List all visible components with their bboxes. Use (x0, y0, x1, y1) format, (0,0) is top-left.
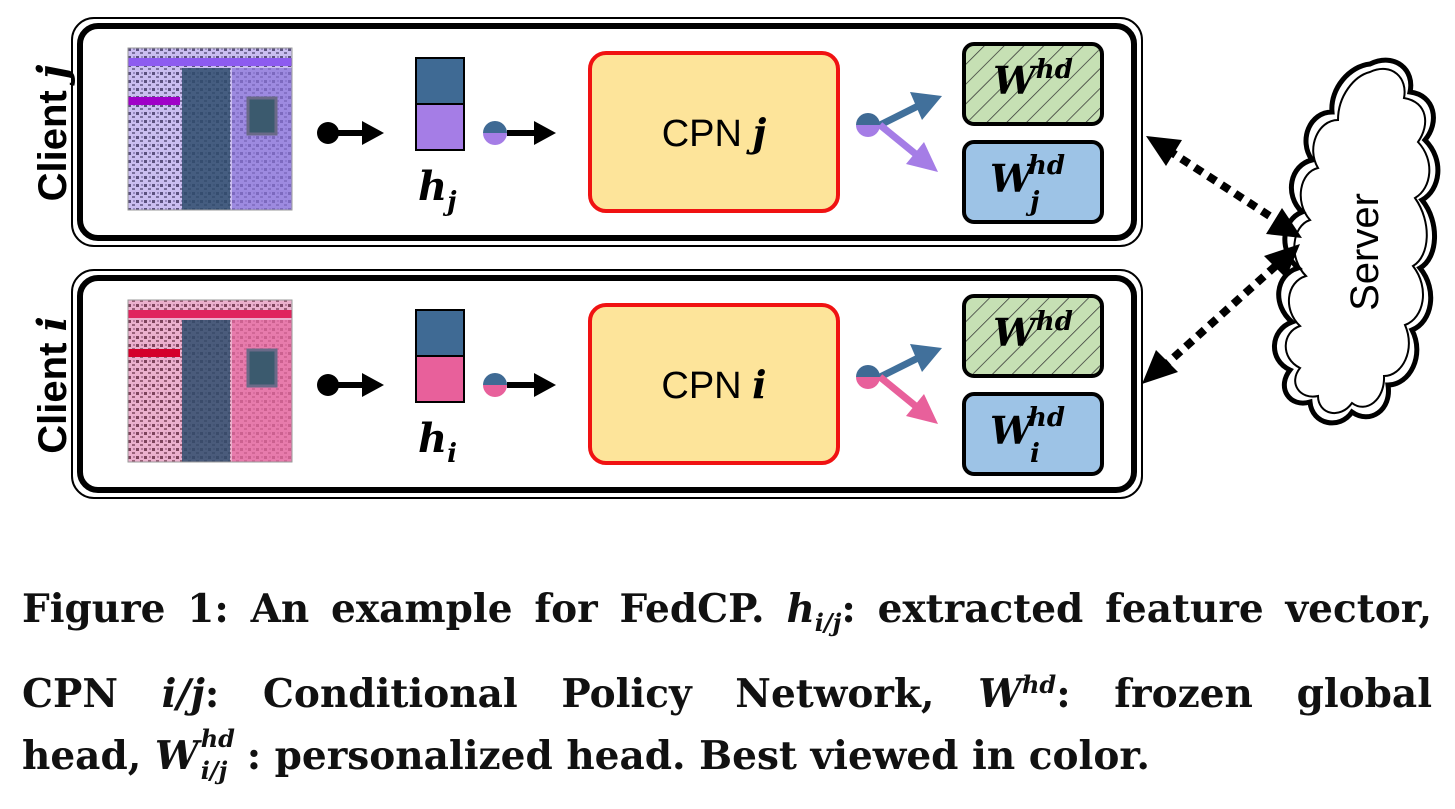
client-i-split-arrow (856, 344, 942, 424)
server-client-j-link (1146, 136, 1302, 238)
fedcp-diagram: Client j hj CP (29, 17, 1441, 499)
feature-label-i: hi (418, 415, 457, 469)
caption-h-var: h (786, 586, 815, 632)
server-client-i-link (1142, 244, 1300, 384)
client-i-image (127, 299, 293, 463)
caption-wp-desc: : personalized head. Best viewed in colo… (246, 732, 1150, 779)
caption-wp-var: W (154, 732, 199, 779)
client-i-arrow-2 (483, 373, 556, 397)
svg-text:W: W (990, 156, 1036, 201)
caption-line-2: CPN i/j: Conditional Policy Network, Whd… (22, 654, 1432, 725)
svg-text:CPN i: CPN i (661, 362, 766, 407)
cpn-i-box: CPN i (588, 303, 840, 465)
client-i-arrow-1 (317, 373, 384, 397)
caption-wp-sub: i/j (200, 755, 228, 785)
cpn-j-box: CPN j (588, 51, 840, 213)
caption-wp-sup: hd (200, 723, 235, 753)
svg-text:Whd: Whd (993, 55, 1073, 103)
caption-intro: An example for FedCP. (250, 586, 765, 632)
personal-head-j: W hd j (962, 140, 1104, 224)
global-head-j: Whd (962, 42, 1104, 126)
caption-head-word: head, (22, 732, 142, 779)
caption-figure-label: Figure 1: (22, 586, 229, 632)
caption-h-sub: i/j (814, 607, 842, 637)
caption-w-sup: hd (1021, 669, 1057, 699)
svg-text:hd: hd (1028, 151, 1065, 181)
client-i-label: Client i (29, 316, 76, 453)
svg-text:Whd: Whd (993, 307, 1073, 355)
caption-cpn-desc: : Conditional Policy Network, (204, 670, 935, 717)
feature-vector-j (415, 57, 465, 151)
caption-w-var: W (978, 670, 1022, 717)
svg-text:hd: hd (1028, 403, 1065, 433)
feature-label-j: hj (418, 163, 457, 217)
client-j-label: Client j (29, 64, 76, 201)
caption-cpn-label: CPN (22, 670, 119, 717)
caption-cpn-var: i/j (161, 670, 205, 717)
client-i-panel: Client i hi CP (29, 269, 1143, 499)
server-cloud: Server (1272, 57, 1441, 426)
client-j-panel: Client j hj CP (29, 17, 1143, 247)
client-j-arrow-1 (317, 121, 384, 145)
server-label: Server (1343, 193, 1387, 311)
client-j-image (127, 47, 293, 211)
client-j-split-arrow (856, 92, 942, 172)
client-j-arrow-2 (483, 121, 556, 145)
figure-caption: Figure 1: An example for FedCP. hi/j: ex… (22, 578, 1432, 790)
caption-h-desc: : extracted feature vector, (841, 586, 1433, 632)
feature-vector-i (415, 309, 465, 403)
svg-text:i: i (1030, 439, 1040, 469)
global-head-i: Whd (962, 294, 1104, 378)
svg-text:CPN j: CPN j (662, 110, 767, 155)
caption-line-1: Figure 1: An example for FedCP. hi/j: ex… (22, 578, 1432, 654)
caption-w-desc: : frozen global (1056, 670, 1433, 717)
personal-head-i: W hd i (962, 392, 1104, 476)
svg-text:W: W (990, 408, 1036, 453)
